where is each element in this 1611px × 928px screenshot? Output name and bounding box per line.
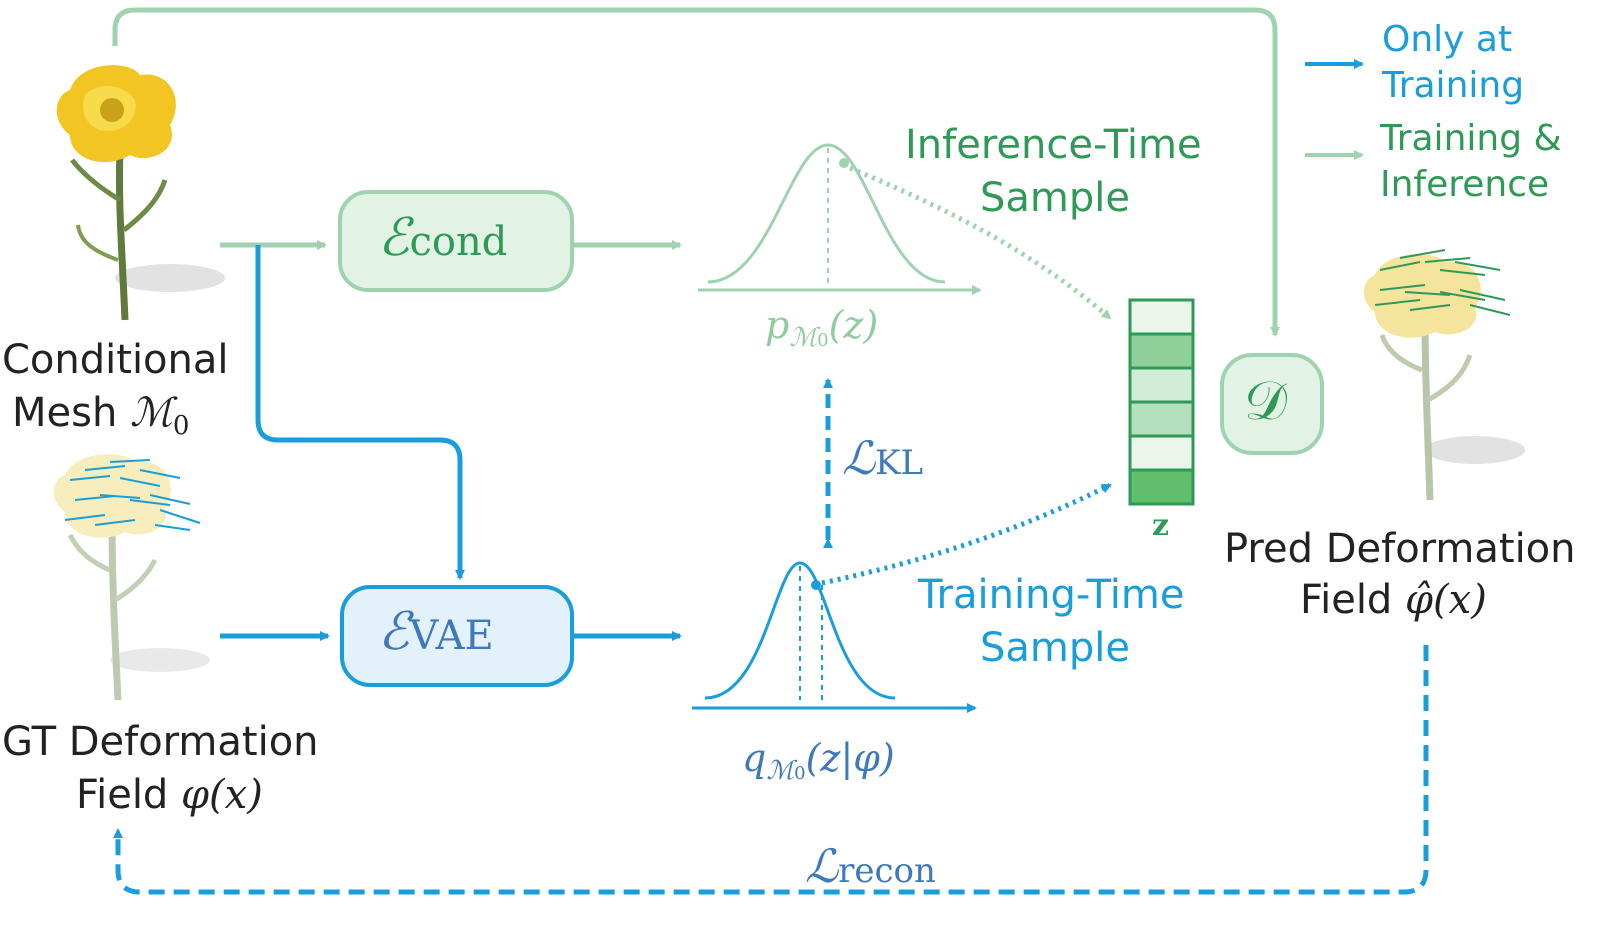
decoder-label: 𝒟	[1244, 369, 1288, 432]
prior-distribution-plot	[698, 143, 982, 295]
cond-encoder-box	[338, 190, 574, 292]
legend-training-inference-line1: Training &	[1380, 118, 1562, 159]
prior-label: pℳ0(z)	[765, 303, 879, 353]
conditional-mesh-label-line2: Mesh ℳ0	[12, 390, 190, 441]
gt-field-label-line2: Field φ(x)	[76, 772, 263, 818]
gt-field-symbol: φ(x)	[181, 772, 263, 818]
gt-deformation-flower-image	[53, 454, 210, 701]
legend-training-only-line1: Only at	[1382, 19, 1513, 60]
pred-field-label-line2: Field φ̂(x)	[1300, 577, 1487, 623]
vae-encoder-box	[340, 585, 574, 687]
latent-cell	[1128, 400, 1195, 438]
latent-cell	[1128, 332, 1195, 370]
legend-training-inference-line2: Inference	[1380, 164, 1550, 205]
recon-loss-arrow	[113, 645, 1429, 895]
latent-vector	[1128, 298, 1195, 506]
inference-sample-label-line1: Inference-Time	[905, 122, 1202, 168]
inference-sample-label-line2: Sample	[980, 175, 1130, 221]
recon-loss-label: ℒrecon	[805, 839, 936, 893]
conditional-mesh-subscript: 0	[172, 411, 190, 441]
gt-field-label-line1: GT Deformation	[2, 719, 319, 765]
top-feedback-line	[112, 7, 1280, 337]
inference-sample-arrow	[849, 165, 1112, 320]
latent-cell	[1128, 298, 1195, 336]
vae-encoder-label: ℰVAE	[378, 602, 494, 662]
training-sample-label-line2: Sample	[980, 625, 1130, 671]
mesh-to-vae-arrow	[255, 245, 465, 580]
latent-cell	[1128, 366, 1195, 404]
legend-training-only-line2: Training	[1382, 65, 1525, 106]
latent-cell	[1128, 468, 1195, 506]
gt-deformation-vectors	[64, 459, 201, 531]
conditional-mesh-flower-image	[56, 65, 225, 321]
kl-loss-label: ℒKL	[842, 431, 924, 485]
pred-deformation-flower-image	[1363, 254, 1525, 501]
cond-encoder-label: ℰcond	[378, 208, 508, 268]
pred-deformation-vectors	[1374, 249, 1511, 316]
latent-cell	[1128, 434, 1195, 472]
conditional-mesh-symbol: ℳ	[130, 390, 173, 436]
pred-field-label-line1: Pred Deformation	[1224, 526, 1576, 572]
latent-z-label: z	[1152, 508, 1170, 543]
training-sample-label-line1: Training-Time	[918, 572, 1185, 618]
training-sample-arrow	[821, 482, 1112, 586]
posterior-distribution-plot	[692, 561, 977, 713]
pred-field-symbol: φ̂(x)	[1405, 577, 1487, 623]
posterior-label: qℳ0(z|φ)	[742, 736, 895, 786]
decoder-box	[1220, 353, 1324, 455]
conditional-mesh-label-line1: Conditional	[2, 337, 229, 383]
